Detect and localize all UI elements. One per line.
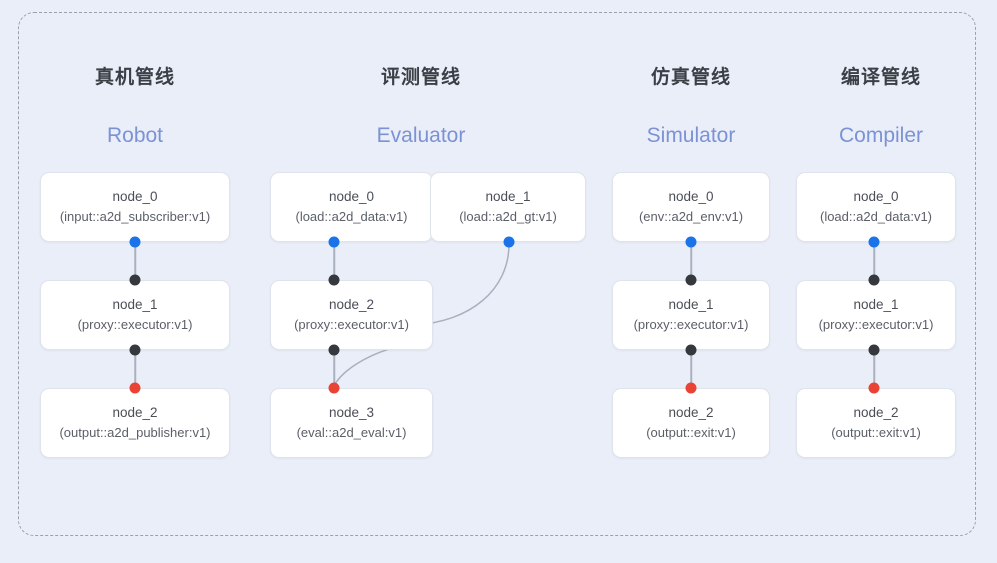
port-dot-output[interactable] bbox=[868, 382, 880, 394]
node-spec: (output::exit:v1) bbox=[646, 425, 736, 440]
node-spec: (load::a2d_gt:v1) bbox=[459, 209, 557, 224]
node-spec: (input::a2d_subscriber:v1) bbox=[59, 209, 211, 224]
column-subtitle-compiler: Compiler bbox=[838, 124, 924, 147]
node-box[interactable]: node_2 (output::exit:v1) bbox=[796, 388, 956, 458]
column-subtitle-simulator: Simulator bbox=[646, 124, 736, 147]
node-box[interactable]: node_2 (output::a2d_publisher:v1) bbox=[40, 388, 230, 458]
port-dot-output[interactable] bbox=[328, 382, 340, 394]
node-spec: (load::a2d_data:v1) bbox=[819, 209, 933, 224]
port-dot-input[interactable] bbox=[868, 236, 880, 248]
node-name: node_1 bbox=[853, 297, 899, 312]
node-box[interactable]: node_2 (output::exit:v1) bbox=[612, 388, 770, 458]
connector-line bbox=[873, 350, 875, 388]
node-name: node_3 bbox=[328, 405, 375, 420]
port-dot-input-ground-truth[interactable] bbox=[503, 236, 515, 248]
node-box-ground-truth[interactable]: node_1 (load::a2d_gt:v1) bbox=[430, 172, 586, 242]
node-name: node_1 bbox=[668, 297, 714, 312]
node-spec: (output::a2d_publisher:v1) bbox=[59, 425, 211, 440]
column-subtitle-evaluator: Evaluator bbox=[376, 124, 466, 147]
column-title-evaluator: 评测管线 bbox=[380, 67, 461, 88]
node-spec: (proxy::executor:v1) bbox=[818, 317, 934, 332]
port-dot-middle[interactable] bbox=[868, 344, 880, 356]
node-box[interactable]: node_0 (env::a2d_env:v1) bbox=[612, 172, 770, 242]
port-dot-output[interactable] bbox=[685, 382, 697, 394]
node-box[interactable]: node_1 (proxy::executor:v1) bbox=[796, 280, 956, 350]
port-dot-middle[interactable] bbox=[129, 344, 141, 356]
port-dot-output[interactable] bbox=[129, 382, 141, 394]
node-name: node_2 bbox=[112, 405, 158, 420]
port-dot-middle[interactable] bbox=[328, 274, 340, 286]
node-name: node_2 bbox=[853, 405, 899, 420]
port-dot-middle[interactable] bbox=[685, 274, 697, 286]
dashed-container-frame bbox=[18, 12, 976, 536]
port-dot-input[interactable] bbox=[328, 236, 340, 248]
port-dot-input[interactable] bbox=[685, 236, 697, 248]
pipeline-column-simulator: 仿真管线 Simulator node_0 (env::a2d_env:v1) … bbox=[600, 0, 782, 563]
node-box[interactable]: node_3 (eval::a2d_eval:v1) bbox=[270, 388, 433, 458]
connector-line bbox=[134, 350, 136, 388]
connector-line bbox=[690, 242, 692, 280]
port-dot-middle[interactable] bbox=[868, 274, 880, 286]
node-box[interactable]: node_0 (load::a2d_data:v1) bbox=[270, 172, 433, 242]
column-subtitle-robot: Robot bbox=[106, 124, 164, 147]
node-spec: (proxy::executor:v1) bbox=[77, 317, 193, 332]
port-dot-middle[interactable] bbox=[129, 274, 141, 286]
node-name: node_0 bbox=[668, 189, 714, 204]
node-box[interactable]: node_0 (load::a2d_data:v1) bbox=[796, 172, 956, 242]
node-spec: (proxy::executor:v1) bbox=[633, 317, 749, 332]
pipeline-column-robot: 真机管线 Robot node_0 (input::a2d_subscriber… bbox=[18, 0, 252, 563]
connector-line bbox=[333, 350, 335, 388]
node-name: node_2 bbox=[328, 297, 375, 312]
connector-line bbox=[873, 242, 875, 280]
node-box[interactable]: node_2 (proxy::executor:v1) bbox=[270, 280, 433, 350]
port-dot-input[interactable] bbox=[129, 236, 141, 248]
column-title-robot: 真机管线 bbox=[94, 67, 175, 88]
pipeline-column-compiler: 编译管线 Compiler node_0 (load::a2d_data:v1)… bbox=[786, 0, 976, 563]
port-dot-middle[interactable] bbox=[685, 344, 697, 356]
node-name: node_2 bbox=[668, 405, 714, 420]
node-spec: (load::a2d_data:v1) bbox=[295, 209, 408, 224]
node-name: node_0 bbox=[112, 189, 158, 204]
node-box[interactable]: node_1 (proxy::executor:v1) bbox=[40, 280, 230, 350]
node-name: node_1 bbox=[112, 297, 158, 312]
node-box[interactable]: node_1 (proxy::executor:v1) bbox=[612, 280, 770, 350]
node-spec: (eval::a2d_eval:v1) bbox=[296, 425, 407, 440]
node-name: node_0 bbox=[853, 189, 899, 204]
connector-line bbox=[134, 242, 136, 280]
column-title-compiler: 编译管线 bbox=[840, 67, 921, 88]
node-spec: (output::exit:v1) bbox=[831, 425, 921, 440]
port-dot-middle[interactable] bbox=[328, 344, 340, 356]
column-title-simulator: 仿真管线 bbox=[650, 67, 731, 88]
connector-line bbox=[333, 242, 335, 280]
node-box[interactable]: node_0 (input::a2d_subscriber:v1) bbox=[40, 172, 230, 242]
node-name: node_1 bbox=[485, 189, 531, 204]
node-spec: (proxy::executor:v1) bbox=[294, 317, 409, 332]
node-spec: (env::a2d_env:v1) bbox=[638, 209, 744, 224]
node-name: node_0 bbox=[328, 189, 375, 204]
pipeline-column-evaluator: 评测管线 Evaluator node_0 (load::a2d_data:v1… bbox=[252, 0, 590, 563]
connector-line bbox=[690, 350, 692, 388]
